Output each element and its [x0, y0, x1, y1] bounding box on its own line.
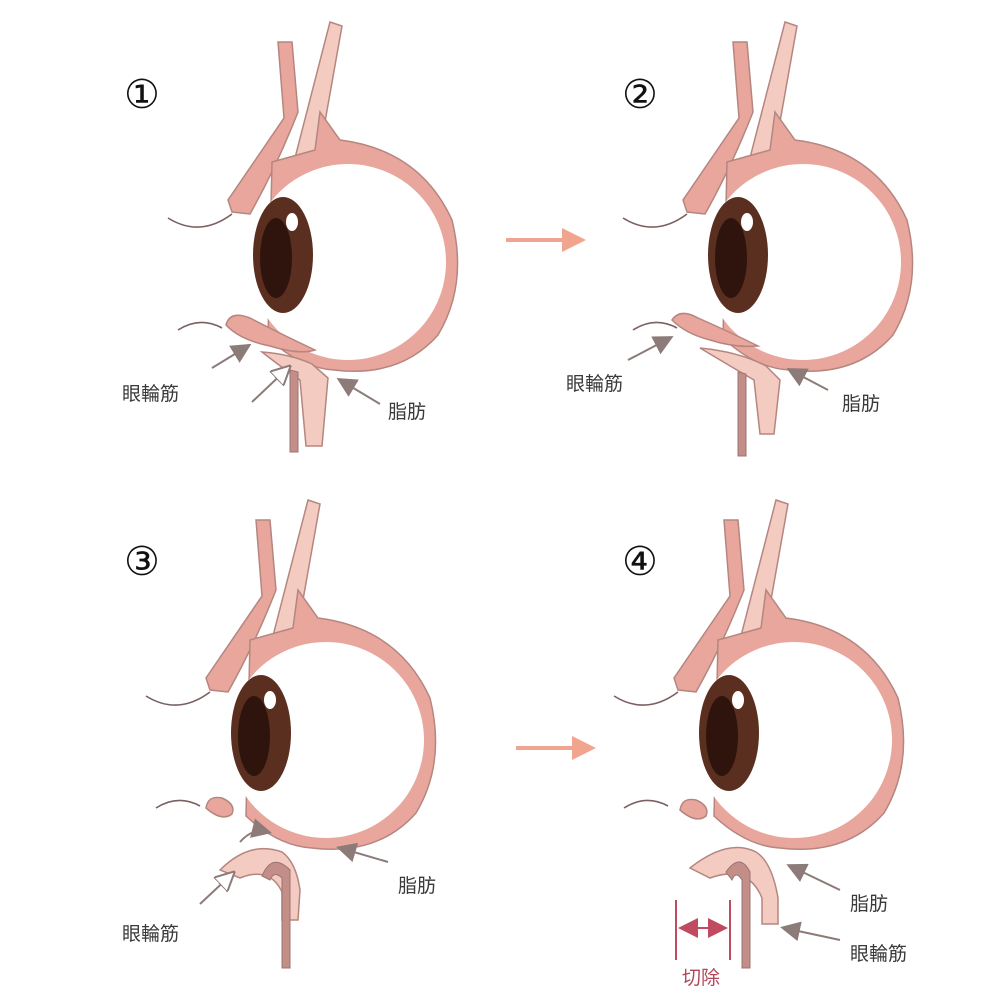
label-fat: 脂肪 — [850, 893, 888, 915]
panel-number: ② — [622, 72, 658, 118]
label-orbicularis: 眼輪筋 — [566, 373, 623, 395]
pointer-arrow-fat — [786, 863, 841, 891]
panel-2: ② 眼輪筋 脂肪 — [566, 21, 914, 457]
panel-number: ① — [124, 72, 160, 118]
label-fat: 脂肪 — [842, 393, 880, 415]
flow-arrow-3-to-4 — [516, 736, 596, 760]
label-fat: 脂肪 — [388, 401, 426, 423]
panel-3: ③ 眼輪筋 脂肪 — [122, 499, 437, 969]
label-orbicularis: 眼輪筋 — [850, 943, 907, 965]
orbicularis-muscle-cut — [679, 798, 708, 820]
orbital-septum — [699, 347, 781, 435]
pointer-arrow-orbicularis — [211, 343, 252, 369]
pointer-arrow-orbicularis — [627, 336, 674, 361]
panel-4: ④ 脂肪 眼輪筋 切除 — [613, 499, 907, 989]
label-orbicularis: 眼輪筋 — [122, 923, 179, 945]
pointer-arrow-fat — [336, 842, 389, 863]
label-fat: 脂肪 — [398, 875, 436, 897]
pointer-arrow-fat — [336, 377, 381, 405]
panel-number: ④ — [622, 539, 658, 585]
panel-number: ③ — [124, 539, 160, 585]
flow-arrow-1-to-2 — [506, 228, 586, 252]
pointer-arrow-lift — [239, 818, 272, 843]
pointer-arrow-orbicularis — [780, 921, 841, 942]
orbicularis-muscle-cut — [205, 796, 234, 818]
orbicularis-flap — [688, 846, 779, 925]
label-excision: 切除 — [682, 967, 720, 989]
orbicularis-muscle — [671, 312, 761, 348]
orbicularis-muscle — [225, 314, 318, 353]
panel-1: ① 眼輪筋 脂肪 — [122, 21, 459, 453]
label-orbicularis: 眼輪筋 — [122, 383, 179, 405]
pointer-arrow-fat — [786, 368, 829, 391]
pointer-arrow-orbicularis — [199, 874, 232, 905]
pointer-arrow-fat-push — [251, 368, 288, 403]
